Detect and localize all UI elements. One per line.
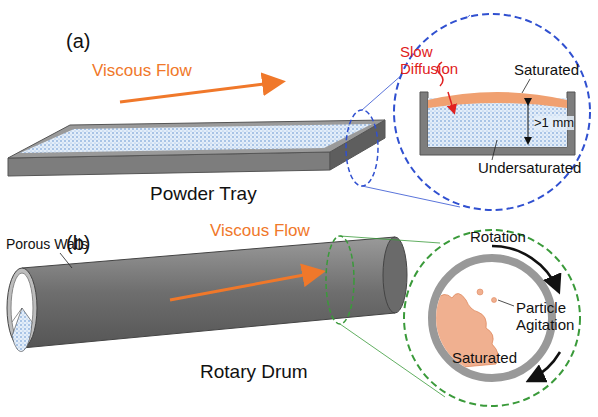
state-label: Saturated: [514, 62, 594, 79]
state-label: Saturated: [452, 350, 532, 367]
process-label: Slow Diffusion: [400, 44, 480, 77]
state-label: Undersaturated: [478, 160, 588, 177]
part-name: Porous Walls: [6, 237, 116, 252]
flow-label: Viscous Flow: [92, 62, 222, 81]
panel-letter: (a): [66, 30, 106, 52]
dimension: >1 mm: [534, 116, 574, 130]
flow-label: Viscous Flow: [210, 222, 340, 241]
motion-label: Rotation: [470, 229, 550, 246]
part-name: Rotary Drum: [200, 362, 330, 383]
process-label: Particle Agitation: [516, 300, 584, 333]
part-name: Powder Tray: [150, 184, 280, 205]
